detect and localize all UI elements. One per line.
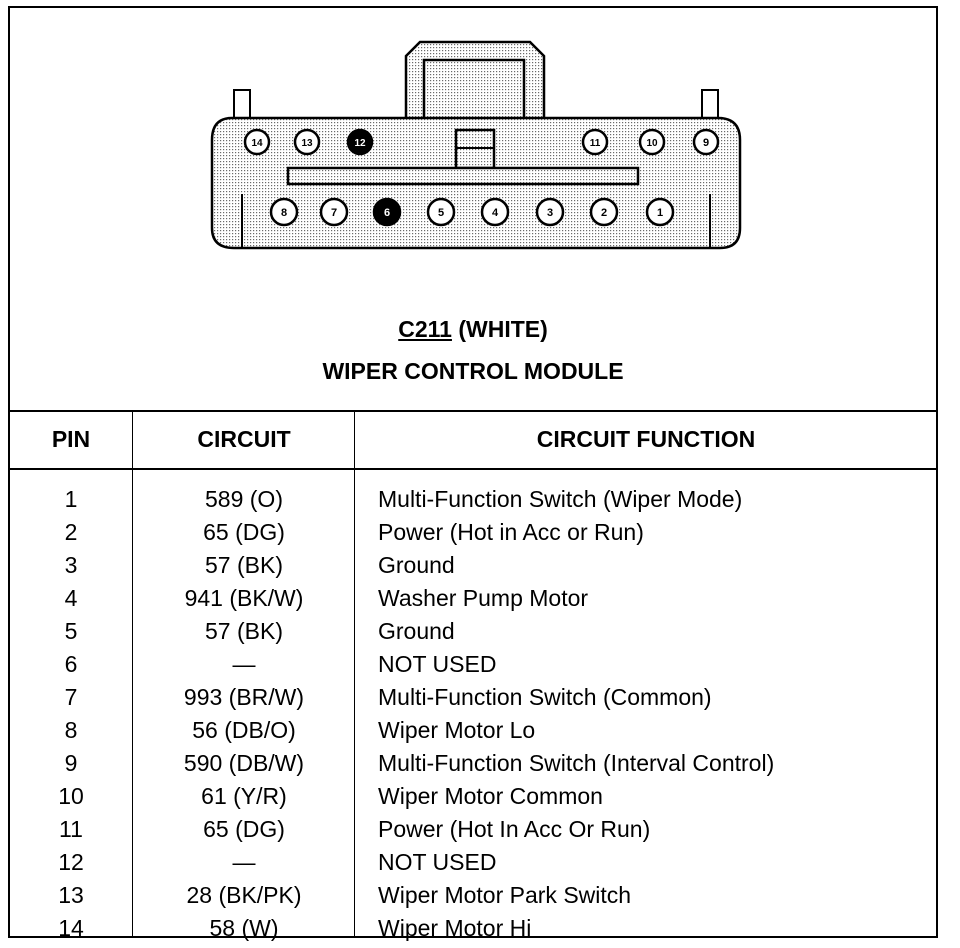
- connector-pin-label: 5: [438, 207, 444, 219]
- connector-caption: C211 (WHITE): [10, 316, 936, 343]
- cell-function: Multi-Function Switch (Common): [378, 684, 712, 710]
- connector-pin-label: 14: [251, 138, 263, 149]
- table-row: 11 65 (DG) Power (Hot In Acc Or Run): [10, 812, 936, 845]
- table-row: 6 — NOT USED: [10, 647, 936, 680]
- table-row: 2 65 (DG) Power (Hot in Acc or Run): [10, 515, 936, 548]
- connector-pin-label: 8: [281, 207, 287, 219]
- cell-pin: 13: [58, 882, 84, 908]
- cell-function: NOT USED: [378, 651, 497, 677]
- connector-pin-label: 13: [301, 138, 313, 149]
- cell-function: Wiper Motor Common: [378, 783, 603, 809]
- cell-pin: 4: [64, 585, 78, 611]
- table-row: 12 — NOT USED: [10, 845, 936, 878]
- connector-pin-13: 13: [293, 128, 321, 156]
- cell-function: Wiper Motor Park Switch: [378, 882, 632, 908]
- column-divider: [354, 412, 355, 936]
- connector-pin-label: 4: [492, 207, 499, 219]
- cell-function: Ground: [378, 552, 455, 578]
- cell-pin: 3: [64, 552, 78, 578]
- cell-function: Power (Hot In Acc Or Run): [378, 816, 651, 842]
- header-pin: PIN: [51, 426, 91, 452]
- connector-pin-label: 6: [384, 207, 390, 219]
- cell-circuit: 58 (W): [209, 915, 279, 941]
- connector-pin-5: 5: [426, 197, 456, 227]
- connector-pins: 14 13 12 11 10 9 8 7 6 5 4 3 2 1: [243, 128, 720, 227]
- connector-pin-9: 9: [692, 128, 720, 156]
- table-header: PIN CIRCUIT CIRCUIT FUNCTION: [10, 412, 936, 470]
- cell-pin: 11: [59, 816, 83, 842]
- cell-circuit: —: [232, 849, 256, 875]
- header-circuit: CIRCUIT: [197, 426, 291, 452]
- connector-face-diagram: 14 13 12 11 10 9 8 7 6 5 4 3 2 1: [210, 40, 742, 250]
- connector-pin-6: 6: [372, 197, 402, 227]
- connector-pin-12: 12: [346, 128, 374, 156]
- connector-pin-7: 7: [319, 197, 349, 227]
- table-row: 1 589 (O) Multi-Function Switch (Wiper M…: [10, 482, 936, 515]
- connector-diagram-area: 14 13 12 11 10 9 8 7 6 5 4 3 2 1 C211 (WHITE) WIPER C…: [10, 8, 936, 412]
- connector-pin-label: 11: [590, 138, 601, 149]
- cell-function: Washer Pump Motor: [378, 585, 589, 611]
- cell-pin: 14: [58, 915, 84, 941]
- cell-circuit: 589 (O): [205, 486, 283, 512]
- header-circuit-function: CIRCUIT FUNCTION: [536, 426, 756, 452]
- table-row: 9 590 (DB/W) Multi-Function Switch (Inte…: [10, 746, 936, 779]
- table-row: 4 941 (BK/W) Washer Pump Motor: [10, 581, 936, 614]
- table-row: 3 57 (BK) Ground: [10, 548, 936, 581]
- cell-pin: 6: [64, 651, 78, 677]
- table-row: 10 61 (Y/R) Wiper Motor Common: [10, 779, 936, 812]
- connector-pin-14: 14: [243, 128, 271, 156]
- connector-color: (WHITE): [458, 316, 548, 342]
- connector-pin-label: 9: [703, 137, 709, 149]
- cell-circuit: 65 (DG): [203, 519, 285, 545]
- cell-pin: 2: [64, 519, 78, 545]
- table-row: 7 993 (BR/W) Multi-Function Switch (Comm…: [10, 680, 936, 713]
- cell-pin: 7: [64, 684, 78, 710]
- column-divider: [132, 412, 133, 936]
- module-name: WIPER CONTROL MODULE: [322, 358, 624, 384]
- table-row: 5 57 (BK) Ground: [10, 614, 936, 647]
- cell-pin: 12: [58, 849, 84, 875]
- cell-pin: 5: [64, 618, 78, 644]
- cell-pin: 9: [64, 750, 78, 776]
- cell-pin: 10: [58, 783, 84, 809]
- cell-circuit: 993 (BR/W): [183, 684, 305, 710]
- connector-id: C211: [398, 316, 452, 342]
- connector-pin-label: 3: [547, 207, 553, 219]
- connector-pin-1: 1: [645, 197, 675, 227]
- connector-pin-8: 8: [269, 197, 299, 227]
- connector-pin-label: 12: [354, 138, 366, 149]
- connector-pin-label: 7: [331, 207, 337, 219]
- cell-function: Multi-Function Switch (Interval Control): [378, 750, 775, 776]
- connector-pin-label: 1: [657, 207, 663, 219]
- cell-circuit: 590 (DB/W): [183, 750, 305, 776]
- cell-function: NOT USED: [378, 849, 497, 875]
- cell-circuit: 57 (BK): [205, 618, 283, 644]
- cell-function: Multi-Function Switch (Wiper Mode): [378, 486, 743, 512]
- table-body: 1 589 (O) Multi-Function Switch (Wiper M…: [10, 482, 936, 944]
- cell-circuit: 65 (DG): [203, 816, 285, 842]
- cell-function: Wiper Motor Hi: [378, 915, 532, 941]
- cell-function: Ground: [378, 618, 455, 644]
- connector-pin-11: 11: [581, 128, 609, 156]
- cell-circuit: 28 (BK/PK): [186, 882, 302, 908]
- connector-pin-4: 4: [480, 197, 510, 227]
- cell-function: Wiper Motor Lo: [378, 717, 536, 743]
- cell-circuit: 56 (DB/O): [192, 717, 296, 743]
- cell-circuit: 61 (Y/R): [201, 783, 287, 809]
- cell-circuit: —: [232, 651, 256, 677]
- table-row: 14 58 (W) Wiper Motor Hi: [10, 911, 936, 944]
- cell-circuit: 57 (BK): [205, 552, 283, 578]
- connector-pin-label: 2: [601, 207, 607, 219]
- connector-pin-3: 3: [535, 197, 565, 227]
- connector-pin-label: 10: [646, 138, 658, 149]
- cell-pin: 1: [64, 486, 78, 512]
- connector-pin-10: 10: [638, 128, 666, 156]
- connector-pin-2: 2: [589, 197, 619, 227]
- table-row: 8 56 (DB/O) Wiper Motor Lo: [10, 713, 936, 746]
- cell-pin: 8: [64, 717, 78, 743]
- cell-circuit: 941 (BK/W): [184, 585, 304, 611]
- table-row: 13 28 (BK/PK) Wiper Motor Park Switch: [10, 878, 936, 911]
- cell-function: Power (Hot in Acc or Run): [378, 519, 644, 545]
